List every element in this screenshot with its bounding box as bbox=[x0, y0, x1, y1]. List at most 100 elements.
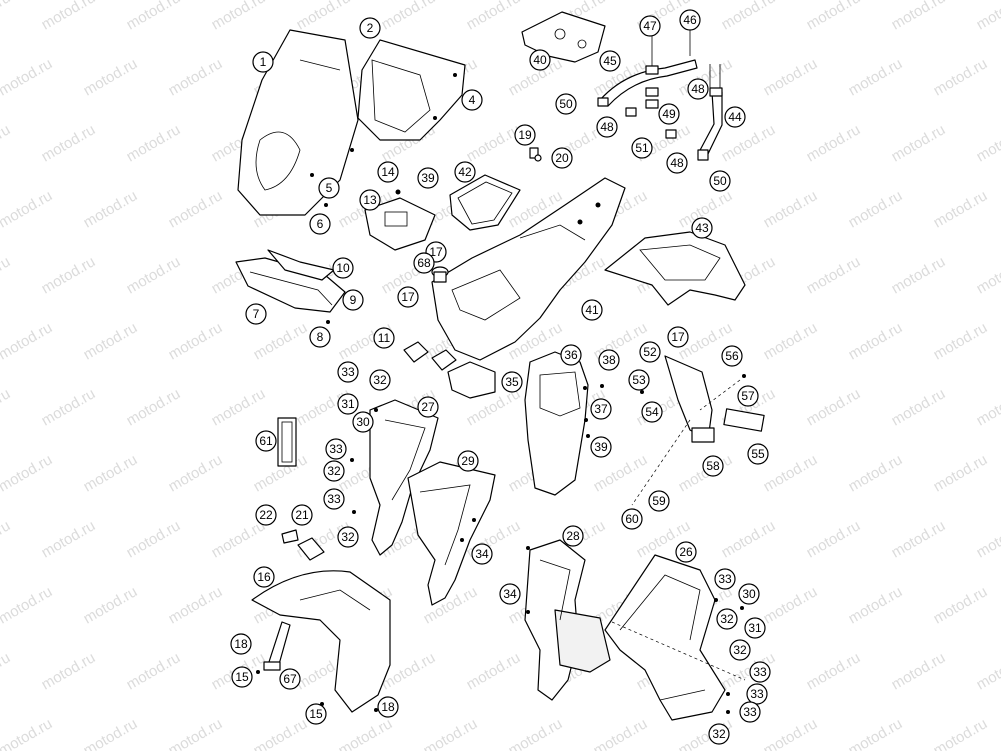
callout-circle bbox=[746, 683, 768, 705]
watermark-text: motod.ru bbox=[209, 0, 269, 33]
callout-39: 39 bbox=[417, 167, 439, 189]
watermark-text: motod.ru bbox=[81, 715, 141, 751]
callout-number: 68 bbox=[417, 256, 431, 270]
callout-circle bbox=[230, 633, 252, 655]
callout-number: 28 bbox=[566, 529, 580, 543]
watermark-text: motod.ru bbox=[931, 187, 991, 231]
watermark-text: motod.ru bbox=[124, 0, 184, 33]
callout-circle bbox=[454, 161, 476, 183]
callout-circle bbox=[641, 401, 663, 423]
callout-circle bbox=[739, 701, 761, 723]
callout-48: 48 bbox=[666, 152, 688, 174]
callout-circle bbox=[253, 566, 275, 588]
part-36-rear-mudguard bbox=[524, 351, 589, 496]
watermark-text: motod.ru bbox=[761, 319, 821, 363]
watermark-text: motod.ru bbox=[974, 253, 1001, 297]
callout-32: 32 bbox=[323, 460, 345, 482]
callout-number: 40 bbox=[533, 53, 547, 67]
watermark-text: motod.ru bbox=[0, 55, 55, 99]
part-43-inner-fender bbox=[604, 231, 746, 306]
callout-circle bbox=[702, 455, 724, 477]
callout-circle bbox=[252, 51, 274, 73]
callout-number: 9 bbox=[350, 293, 357, 307]
part-1-windscreen bbox=[237, 29, 359, 216]
watermark-text: motod.ru bbox=[804, 649, 864, 693]
callout-number: 20 bbox=[555, 151, 569, 165]
watermark-text: motod.ru bbox=[0, 517, 13, 561]
callout-circle bbox=[413, 252, 435, 274]
callout-circle bbox=[417, 167, 439, 189]
callout-circle bbox=[501, 371, 523, 393]
callout-33: 33 bbox=[746, 683, 768, 705]
callout-number: 35 bbox=[505, 375, 519, 389]
callout-32: 32 bbox=[716, 608, 738, 630]
callout-33: 33 bbox=[749, 661, 771, 683]
callout-number: 17 bbox=[671, 330, 685, 344]
watermark-text: motod.ru bbox=[124, 649, 184, 693]
watermark-text: motod.ru bbox=[804, 385, 864, 429]
watermark-text: motod.ru bbox=[81, 55, 141, 99]
part-hardware-46-51 bbox=[529, 30, 723, 162]
callout-circle bbox=[255, 430, 277, 452]
watermark-text: motod.ru bbox=[464, 0, 524, 33]
watermark-text: motod.ru bbox=[81, 319, 141, 363]
callout-circle bbox=[724, 106, 746, 128]
callout-number: 6 bbox=[317, 217, 324, 231]
callout-number: 30 bbox=[742, 587, 756, 601]
callout-circle bbox=[332, 257, 354, 279]
callout-number: 10 bbox=[336, 261, 350, 275]
callout-circle bbox=[514, 124, 536, 146]
callout-number: 32 bbox=[373, 373, 387, 387]
watermark-text: motod.ru bbox=[39, 649, 99, 693]
callout-40: 40 bbox=[529, 49, 551, 71]
callout-circle bbox=[291, 504, 313, 526]
watermark-text: motod.ru bbox=[846, 715, 906, 751]
callout-circle bbox=[309, 326, 331, 348]
callout-60: 60 bbox=[621, 508, 643, 530]
watermark-text: motod.ru bbox=[974, 649, 1001, 693]
watermark-text: motod.ru bbox=[931, 715, 991, 751]
part-28-side-panel bbox=[524, 539, 611, 701]
watermark-text: motod.ru bbox=[0, 319, 55, 363]
callout-number: 31 bbox=[748, 621, 762, 635]
callout-number: 30 bbox=[356, 415, 370, 429]
watermark-text: motod.ru bbox=[0, 385, 13, 429]
callout-49: 49 bbox=[658, 103, 680, 125]
callout-circle bbox=[337, 361, 359, 383]
watermark-text: motod.ru bbox=[889, 517, 949, 561]
callout-32: 32 bbox=[708, 723, 730, 745]
callout-number: 18 bbox=[234, 637, 248, 651]
callout-circle bbox=[551, 147, 573, 169]
callout-7: 7 bbox=[245, 303, 267, 325]
callout-number: 48 bbox=[600, 120, 614, 134]
callout-circle bbox=[377, 696, 399, 718]
watermark-text: motod.ru bbox=[0, 187, 55, 231]
watermark-text: motod.ru bbox=[124, 121, 184, 165]
callout-circle bbox=[562, 525, 584, 547]
callout-circle bbox=[658, 103, 680, 125]
part-2-headlight-mask bbox=[357, 39, 466, 141]
watermark-text: motod.ru bbox=[761, 451, 821, 495]
callout-circle bbox=[231, 666, 253, 688]
watermark-text: motod.ru bbox=[846, 187, 906, 231]
callout-number: 17 bbox=[429, 245, 443, 259]
part-7-front-spoiler bbox=[235, 249, 346, 313]
watermark-text: motod.ru bbox=[974, 517, 1001, 561]
callout-33: 33 bbox=[714, 568, 736, 590]
callout-33: 33 bbox=[739, 701, 761, 723]
callout-number: 44 bbox=[728, 110, 742, 124]
fastener-bolts bbox=[256, 148, 746, 714]
callout-number: 1 bbox=[260, 55, 267, 69]
watermark-text: motod.ru bbox=[846, 583, 906, 627]
part-29-side-panel bbox=[407, 461, 496, 606]
callout-number: 55 bbox=[751, 447, 765, 461]
callout-number: 33 bbox=[750, 687, 764, 701]
callout-number: 16 bbox=[257, 570, 271, 584]
callout-circle bbox=[738, 583, 760, 605]
callout-34: 34 bbox=[499, 583, 521, 605]
callout-number: 43 bbox=[695, 221, 709, 235]
callout-11: 11 bbox=[373, 327, 395, 349]
callout-43: 43 bbox=[691, 217, 713, 239]
callout-circle bbox=[679, 9, 701, 31]
